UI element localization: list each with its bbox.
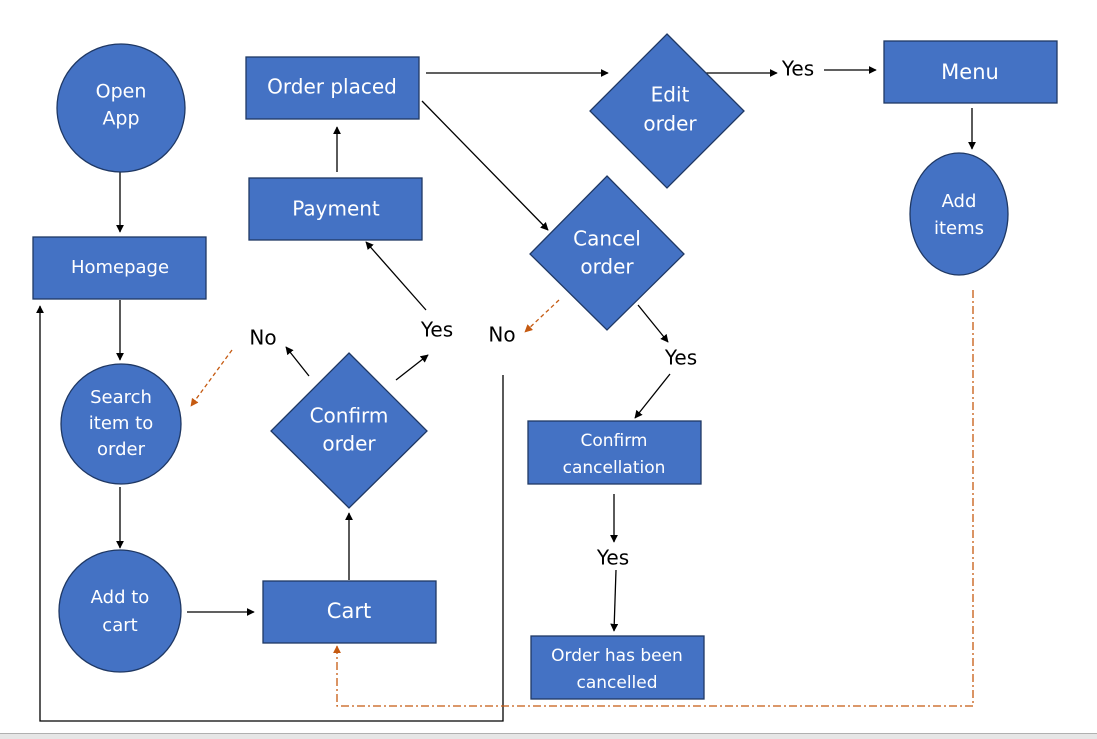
- edge-cancel-yes: [637, 304, 669, 343]
- node-cancel-order[interactable]: Cancel order: [529, 175, 685, 331]
- dashed-edges: [190, 290, 974, 707]
- node-payment[interactable]: Payment: [248, 177, 423, 241]
- node-edit-order[interactable]: Edit order: [589, 33, 745, 189]
- node-order-placed[interactable]: Order placed: [245, 56, 420, 120]
- node-order-cancelled[interactable]: Order has been cancelled: [530, 635, 705, 700]
- node-add-to-cart[interactable]: Add to cart: [58, 549, 182, 673]
- edge-additems-to-cart-dashdot: [333, 290, 974, 707]
- node-edit-order-line2: order: [643, 112, 697, 136]
- window-bottom-edge: [0, 733, 1097, 739]
- node-order-cancelled-line1: Order has been: [551, 646, 683, 666]
- node-homepage-label: Homepage: [71, 257, 169, 278]
- node-confirm-order[interactable]: Confirm order: [270, 352, 428, 509]
- node-search-item-line1: Search: [90, 387, 152, 408]
- edge-orderplaced-cancel: [421, 100, 549, 231]
- label-edit-yes: Yes: [781, 57, 814, 81]
- edge-yes-payment: [365, 241, 427, 311]
- node-payment-label: Payment: [292, 197, 380, 221]
- node-menu-label: Menu: [941, 60, 999, 84]
- label-cancellation-yes: Yes: [596, 546, 629, 570]
- node-open-app-line2: App: [102, 108, 139, 130]
- node-confirm-order-line2: order: [322, 432, 376, 456]
- edge-cancel-no-dashed: [524, 299, 560, 333]
- node-add-to-cart-line2: cart: [102, 615, 137, 636]
- node-cancel-order-line1: Cancel: [573, 227, 641, 251]
- edge-confirm-no: [285, 346, 310, 377]
- edges: [36, 66, 976, 722]
- node-menu[interactable]: Menu: [883, 40, 1058, 104]
- node-order-cancelled-line2: cancelled: [576, 673, 657, 693]
- node-confirm-cancellation-line2: cancellation: [563, 458, 666, 478]
- node-cart[interactable]: Cart: [262, 580, 437, 644]
- node-search-item-line3: order: [97, 439, 146, 460]
- nodes: Open App Homepage Search item to order A…: [32, 33, 1058, 700]
- edge-cancel-no-loop-to-homepage: [36, 305, 504, 722]
- node-edit-order-line1: Edit: [651, 83, 690, 107]
- node-confirm-cancellation[interactable]: Confirm cancellation: [527, 420, 702, 485]
- node-add-items-line2: items: [934, 218, 984, 239]
- node-cancel-order-line2: order: [580, 255, 634, 279]
- node-search-item-line2: item to: [89, 413, 153, 434]
- edge-confirm-yes: [395, 354, 429, 381]
- node-open-app-line1: Open: [96, 81, 147, 103]
- label-cancel-yes: Yes: [664, 346, 697, 370]
- label-confirm-no: No: [249, 326, 276, 350]
- node-open-app[interactable]: Open App: [56, 43, 186, 173]
- edge-labels: No Yes Yes No Yes Yes: [249, 57, 814, 570]
- edge-yes-ordercancelled: [610, 569, 619, 632]
- node-confirm-order-line1: Confirm: [310, 404, 389, 428]
- edge-no-to-search-dashed: [190, 349, 233, 407]
- node-cart-label: Cart: [327, 599, 371, 623]
- node-confirm-cancellation-line1: Confirm: [580, 431, 647, 451]
- label-cancel-no: No: [488, 323, 515, 347]
- label-confirm-yes: Yes: [420, 318, 453, 342]
- node-order-placed-label: Order placed: [267, 75, 397, 99]
- edge-yes-confirmcancel: [634, 373, 671, 419]
- node-add-items-line1: Add: [942, 191, 977, 212]
- node-add-items[interactable]: Add items: [909, 152, 1009, 276]
- node-search-item[interactable]: Search item to order: [60, 363, 182, 485]
- node-homepage[interactable]: Homepage: [32, 236, 207, 300]
- node-add-to-cart-line1: Add to: [91, 587, 150, 608]
